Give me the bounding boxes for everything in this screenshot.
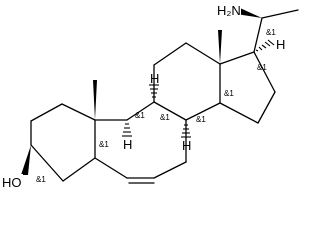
stereo-label-c20: &1: [266, 28, 276, 37]
stereo-bonds: [21, 8, 275, 175]
stereo-label-c14: &1: [196, 115, 206, 124]
bonds: [30, 9, 299, 184]
hydroxyl-label: HO: [2, 175, 22, 190]
stereo-label-c3: &1: [36, 175, 46, 184]
h9-label: H: [123, 137, 132, 152]
stereo-label-c13: &1: [224, 89, 234, 98]
stereo-label-c8: &1: [160, 113, 170, 122]
structure-diagram: H₂N HO H H H H &1 &1 &1 &1 &1 &1 &1 &1: [1, 2, 299, 190]
stereo-label-c10: &1: [99, 140, 109, 149]
stereo-label-c17: &1: [257, 63, 267, 72]
atom-labels: H₂N HO H H H H: [1, 2, 285, 190]
h17-label: H: [276, 37, 285, 52]
stereo-labels: &1 &1 &1 &1 &1 &1 &1 &1: [36, 28, 276, 184]
stereo-label-c9: &1: [135, 111, 145, 120]
h14-label: H: [182, 138, 191, 153]
amine-label: H₂N: [217, 3, 241, 18]
h8-label: H: [150, 71, 159, 86]
